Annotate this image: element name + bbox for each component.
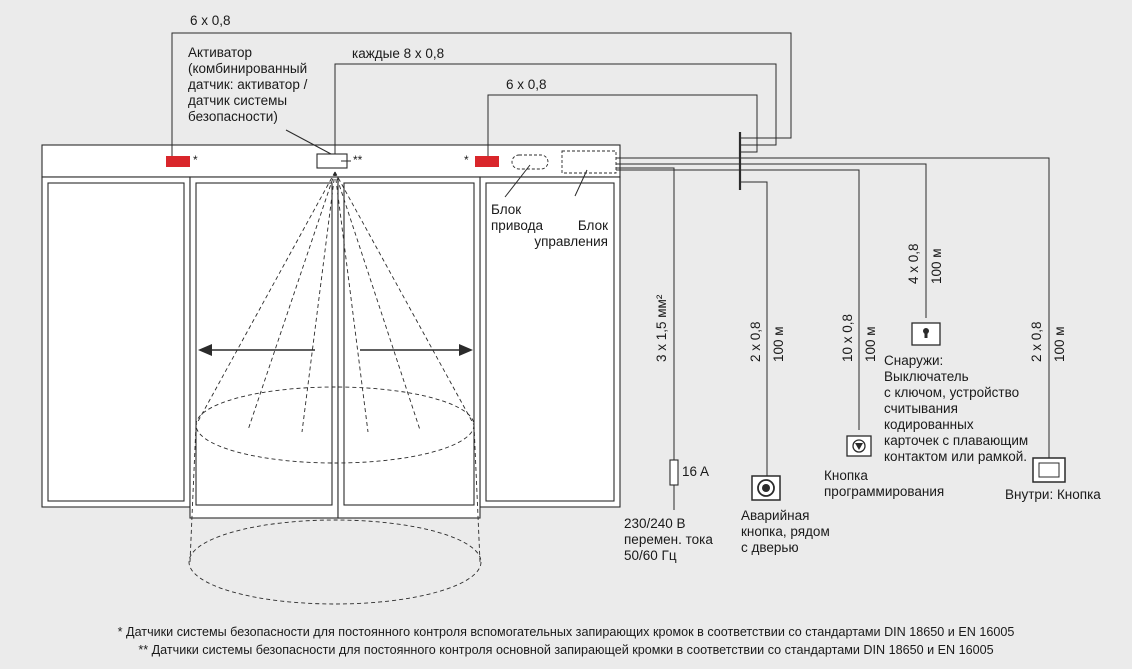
footnote-double-star: ** Датчики системы безопасности для пост… <box>138 643 994 657</box>
safety-sensor-right-icon <box>475 156 499 167</box>
label-prog-cable-1: 10 x 0,8 <box>840 313 855 362</box>
inside-button-label: Внутри: Кнопка <box>1005 487 1101 502</box>
programming-button-icon <box>846 435 872 457</box>
fuse-icon <box>669 459 679 486</box>
safety-sensor-left-icon <box>166 156 190 167</box>
emergency-button-icon <box>751 475 781 501</box>
inside-button-icon <box>1032 457 1066 483</box>
label-outside-cable-2: 100 м <box>929 248 944 284</box>
right-side-glass <box>485 182 615 502</box>
left-leaf-glass <box>195 182 333 506</box>
activator-label: Активатор (комбинированный датчик: актив… <box>188 45 308 124</box>
left-door-leaf <box>189 176 339 519</box>
right-side-panel <box>479 176 621 508</box>
left-side-glass <box>47 182 185 502</box>
label-cable-1: 6 x 0,8 <box>190 13 231 28</box>
label-cable-3: 6 x 0,8 <box>506 77 547 92</box>
control-unit-label: Блок управления <box>534 218 608 249</box>
drive-unit-icon <box>511 154 549 170</box>
drive-unit-label: Блок привода <box>491 202 543 233</box>
key-switch-icon <box>911 322 941 346</box>
label-fuse: 16 A <box>682 464 710 479</box>
label-emergency-cable-1: 2 x 0,8 <box>748 321 763 362</box>
activator-marker: ** <box>353 153 363 167</box>
emergency-label: Аварийная кнопка, рядом с дверью <box>741 508 830 555</box>
label-prog-cable-2: 100 м <box>863 326 878 362</box>
outside-device-label: Снаружи: Выключатель с ключом, устройств… <box>884 353 1029 464</box>
cable-runs <box>171 32 1050 510</box>
label-emergency-cable-2: 100 м <box>771 326 786 362</box>
sensor-detection-field <box>188 171 482 605</box>
label-inside-cable-2: 100 м <box>1052 326 1067 362</box>
safety-marker-left: * <box>193 153 198 167</box>
footnote-single-star: * Датчики системы безопасности для посто… <box>117 625 1015 639</box>
safety-marker-right: * <box>464 153 469 167</box>
left-side-panel <box>41 176 191 508</box>
label-outside-cable-1: 4 x 0,8 <box>906 243 921 284</box>
programming-label: Кнопка программирования <box>824 468 945 499</box>
power-supply-label: 230/240 В перемен. тока 50/60 Гц <box>624 516 713 563</box>
right-leaf-glass <box>343 182 475 506</box>
label-cable-2: каждые 8 x 0,8 <box>352 46 445 61</box>
label-power-cable: 3 x 1,5 мм² <box>654 294 669 362</box>
right-door-leaf <box>337 176 481 519</box>
control-unit-icon <box>561 150 617 174</box>
label-inside-cable-1: 2 x 0,8 <box>1029 321 1044 362</box>
